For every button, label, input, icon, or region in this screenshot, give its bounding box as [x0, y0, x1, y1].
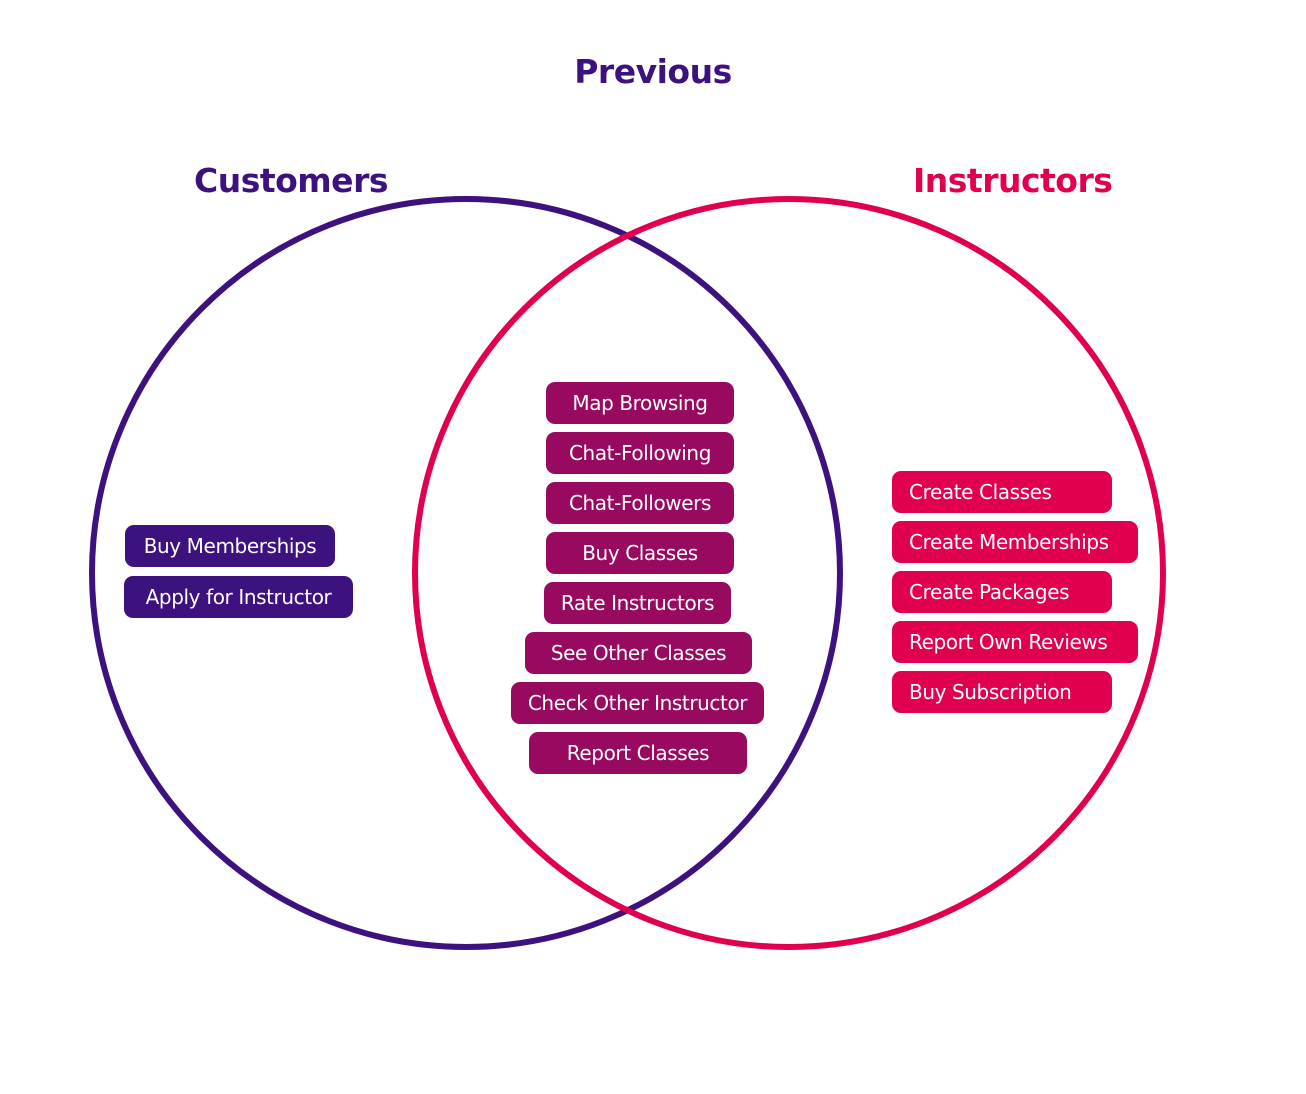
shared-item: Check Other Instructor — [511, 682, 764, 724]
shared-item: See Other Classes — [525, 632, 752, 674]
shared-item: Chat-Following — [546, 432, 734, 474]
instructors-label: Instructors — [913, 161, 1113, 200]
instructors-circle — [412, 196, 1166, 950]
instructor-item: Create Packages — [892, 571, 1112, 613]
instructor-item: Create Classes — [892, 471, 1112, 513]
instructor-item: Buy Subscription — [892, 671, 1112, 713]
customers-circle — [89, 196, 843, 950]
shared-item: Chat-Followers — [546, 482, 734, 524]
customer-item: Apply for Instructor — [124, 576, 353, 618]
shared-item: Map Browsing — [546, 382, 734, 424]
diagram-title: Previous — [574, 52, 732, 91]
shared-item: Rate Instructors — [544, 582, 731, 624]
shared-item: Report Classes — [529, 732, 747, 774]
shared-item: Buy Classes — [546, 532, 734, 574]
customers-label: Customers — [194, 161, 388, 200]
instructor-item: Report Own Reviews — [892, 621, 1138, 663]
instructor-item: Create Memberships — [892, 521, 1138, 563]
customer-item: Buy Memberships — [125, 525, 335, 567]
